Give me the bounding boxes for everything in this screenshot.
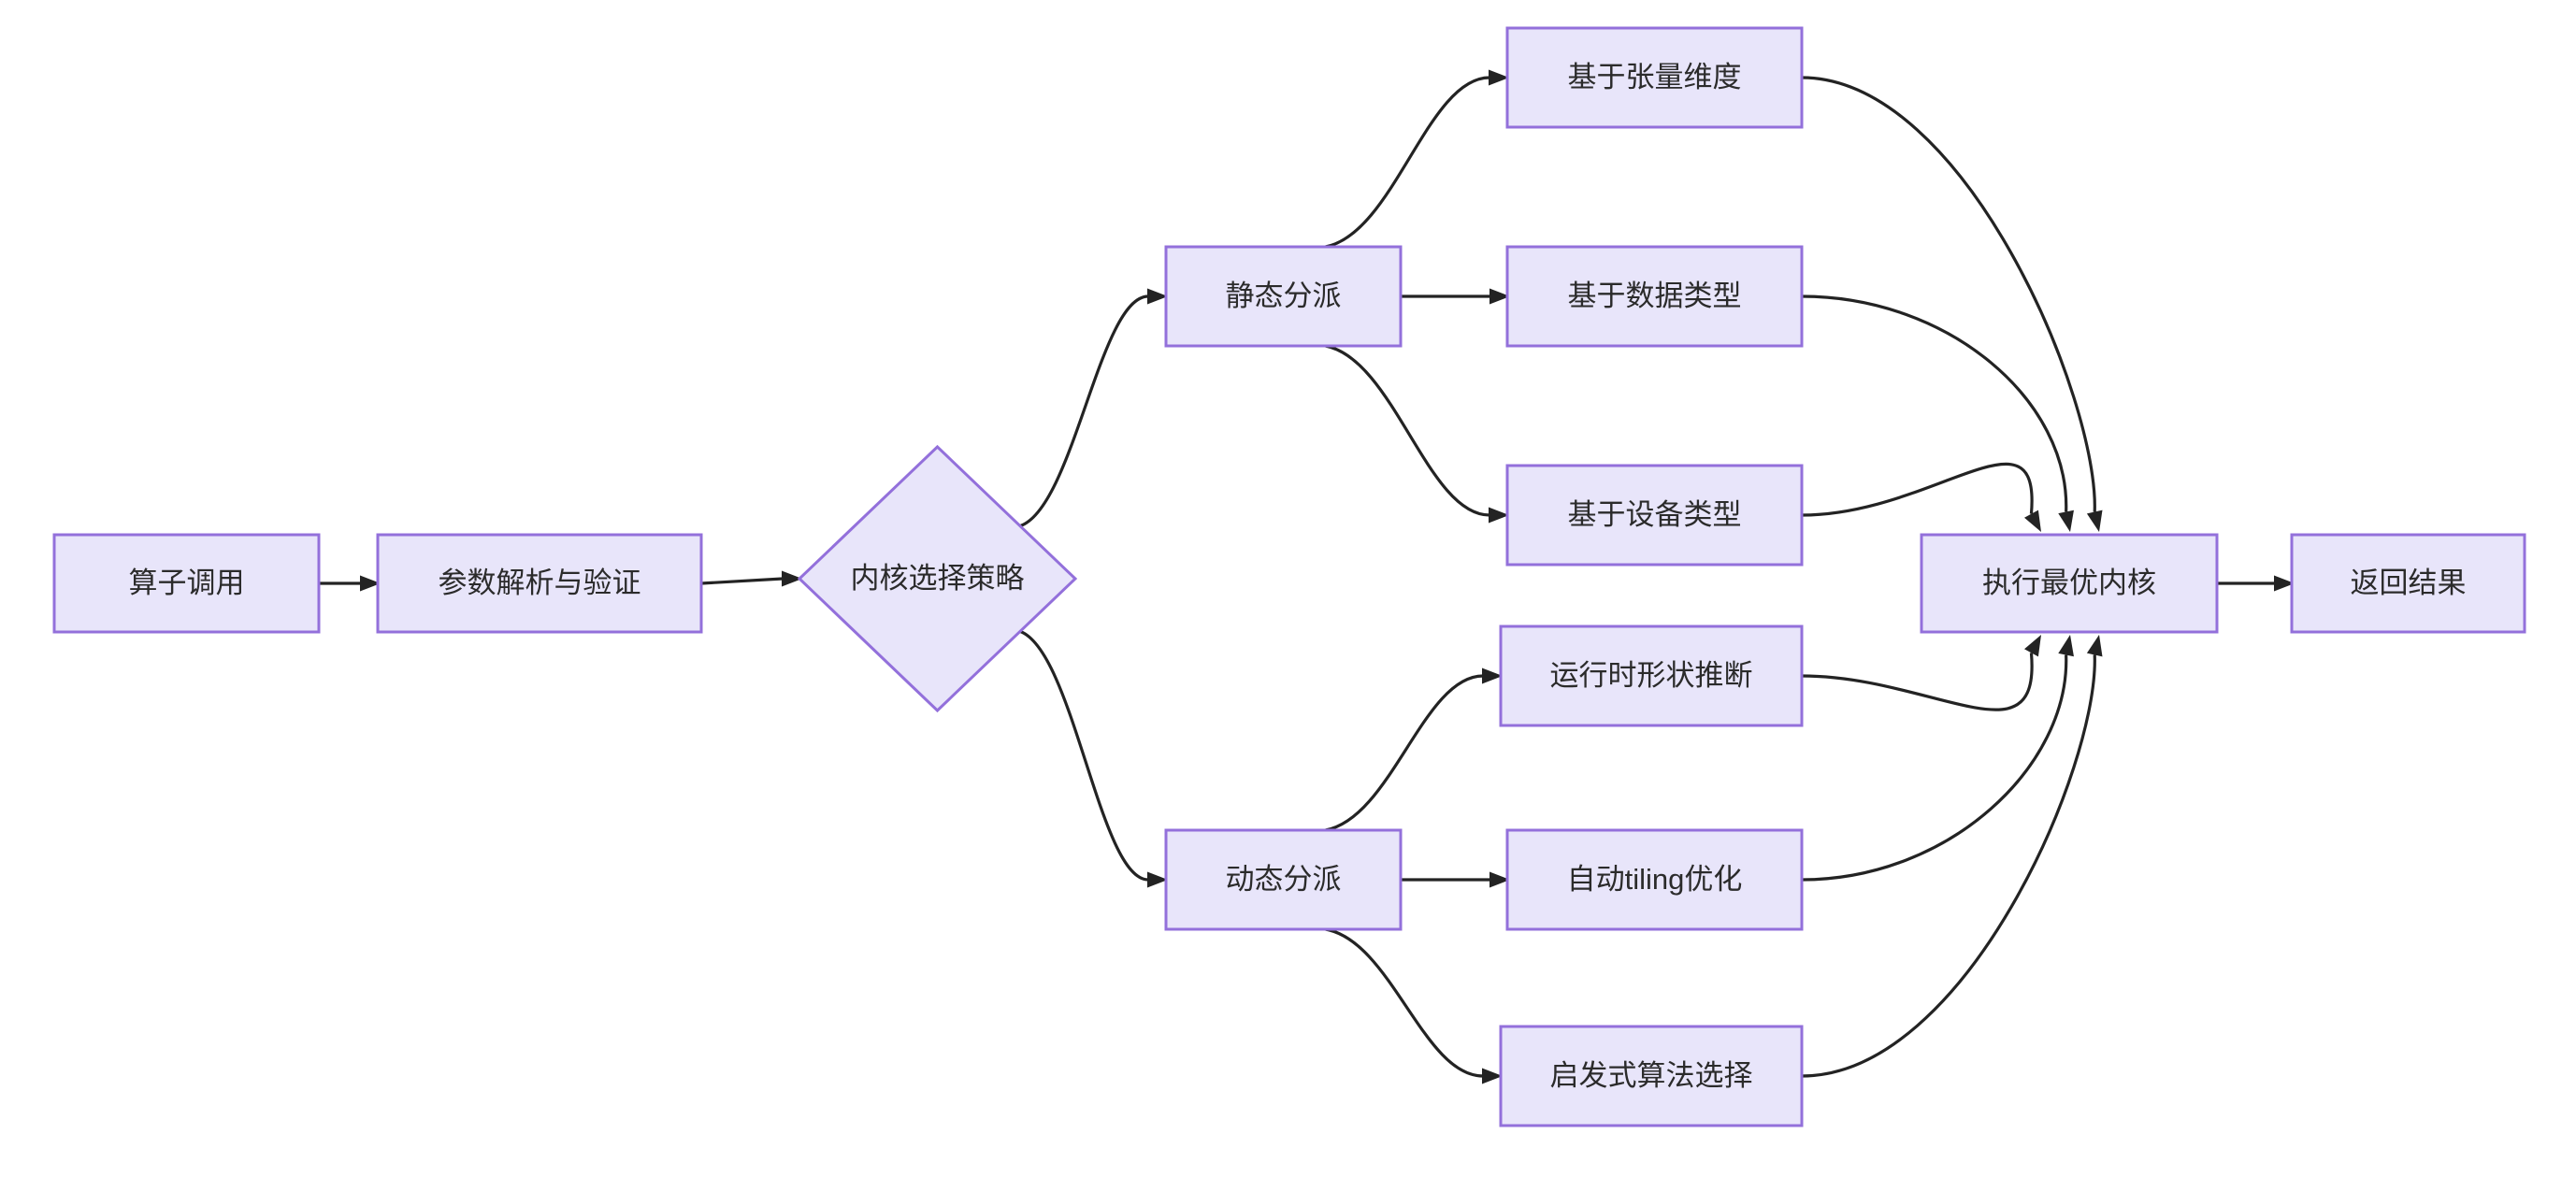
node-shape-diamond <box>797 444 1078 713</box>
flow-edge-by_tensor-to-exec_kernel <box>1801 76 2103 532</box>
edge-line <box>1325 76 1490 249</box>
edge-line <box>1019 629 1149 882</box>
flow-edge-dynamic_disp-to-auto_tiling <box>1401 871 1510 888</box>
flow-node-by_device[interactable]: 基于设备类型 <box>1505 464 1804 567</box>
edge-line <box>700 577 784 585</box>
node-shape-rect <box>1499 624 1804 727</box>
edge-line <box>1325 344 1490 517</box>
edge-arrowhead <box>1489 288 1510 305</box>
node-label-heuristic: 启发式算法选择 <box>1550 1059 1753 1092</box>
node-shape-rect <box>2290 533 2526 634</box>
node-label-exec_kernel: 执行最优内核 <box>1982 567 2156 599</box>
edge-line <box>1325 674 1484 832</box>
flow-edge-static_disp-to-by_tensor <box>1325 69 1509 249</box>
node-label-op_call: 算子调用 <box>129 567 245 599</box>
flow-edge-kernel_策略-to-static_disp <box>1019 288 1168 528</box>
node-label-return_res: 返回结果 <box>2351 567 2467 599</box>
edge-arrowhead <box>2058 635 2074 657</box>
edge-arrowhead <box>2086 635 2103 657</box>
node-label-by_device: 基于设备类型 <box>1568 498 1742 531</box>
edge-arrowhead <box>1482 1068 1503 1084</box>
flow-node-static_disp[interactable]: 静态分派 <box>1164 245 1403 348</box>
edges-layer <box>319 69 2295 1084</box>
edge-arrowhead <box>2086 510 2103 532</box>
flow-edge-dynamic_disp-to-heuristic <box>1325 927 1503 1084</box>
flow-edge-op_call-to-param_parse <box>319 575 381 592</box>
node-shape-rect <box>1164 828 1403 931</box>
edge-line <box>1325 927 1484 1078</box>
flow-node-heuristic[interactable]: 启发式算法选择 <box>1499 1025 1804 1127</box>
edge-arrowhead <box>1489 69 1509 86</box>
flow-node-dynamic_disp[interactable]: 动态分派 <box>1164 828 1403 931</box>
edge-arrowhead <box>1489 871 1510 888</box>
node-label-auto_tiling: 自动tiling优化 <box>1567 863 1743 896</box>
node-shape-rect <box>1499 1025 1804 1127</box>
flow-node-return_res[interactable]: 返回结果 <box>2290 533 2526 634</box>
flow-node-kernel_策略[interactable]: 内核选择策略 <box>797 444 1078 713</box>
node-label-kernel_策略: 内核选择策略 <box>851 562 1025 595</box>
flow-edge-static_disp-to-by_dtype <box>1401 288 1510 305</box>
edge-arrowhead <box>1147 288 1168 305</box>
edge-line <box>1801 654 2068 882</box>
node-shape-rect <box>52 533 321 634</box>
node-label-by_tensor: 基于张量维度 <box>1568 61 1742 93</box>
flow-edge-rt_shape-to-exec_kernel <box>1801 635 2041 711</box>
node-shape-rect <box>1505 828 1804 931</box>
node-label-rt_shape: 运行时形状推断 <box>1550 659 1753 692</box>
edge-arrowhead <box>360 575 381 592</box>
flow-node-auto_tiling[interactable]: 自动tiling优化 <box>1505 828 1804 931</box>
flow-edge-dynamic_disp-to-rt_shape <box>1325 667 1503 832</box>
edge-line <box>1019 294 1149 528</box>
flow-node-exec_kernel[interactable]: 执行最优内核 <box>1920 533 2219 634</box>
edge-line <box>1801 294 2068 512</box>
edge-arrowhead <box>2274 575 2295 592</box>
edge-line <box>1801 76 2096 512</box>
flow-node-param_parse[interactable]: 参数解析与验证 <box>376 533 703 634</box>
flow-node-by_tensor[interactable]: 基于张量维度 <box>1505 26 1804 129</box>
flow-edge-auto_tiling-to-exec_kernel <box>1801 635 2074 882</box>
flow-edge-static_disp-to-by_device <box>1325 344 1509 524</box>
edge-arrowhead <box>1489 507 1509 524</box>
node-shape-rect <box>1505 464 1804 567</box>
flow-edge-by_device-to-exec_kernel <box>1801 462 2041 532</box>
node-shape-rect <box>1505 245 1804 348</box>
flow-node-by_dtype[interactable]: 基于数据类型 <box>1505 245 1804 348</box>
edge-arrowhead <box>2058 510 2074 532</box>
edge-arrowhead <box>2023 635 2041 657</box>
flow-node-rt_shape[interactable]: 运行时形状推断 <box>1499 624 1804 727</box>
node-shape-rect <box>376 533 703 634</box>
node-shape-rect <box>1505 26 1804 129</box>
flow-edge-heuristic-to-exec_kernel <box>1801 635 2103 1078</box>
flow-node-op_call[interactable]: 算子调用 <box>52 533 321 634</box>
flow-edge-by_dtype-to-exec_kernel <box>1801 294 2074 532</box>
flow-edge-param_parse-to-kernel_策略 <box>700 570 802 587</box>
edge-arrowhead <box>2023 510 2041 532</box>
node-label-static_disp: 静态分派 <box>1226 280 1342 312</box>
edge-arrowhead <box>782 570 802 587</box>
edge-arrowhead <box>1482 667 1503 684</box>
flow-edge-kernel_策略-to-dynamic_disp <box>1019 629 1168 888</box>
node-label-dynamic_disp: 动态分派 <box>1226 863 1342 896</box>
node-shape-rect <box>1920 533 2219 634</box>
edge-line <box>1801 462 2034 517</box>
node-label-param_parse: 参数解析与验证 <box>439 567 641 599</box>
edge-line <box>1801 653 2034 711</box>
edge-arrowhead <box>1147 871 1168 888</box>
node-label-by_dtype: 基于数据类型 <box>1568 280 1742 312</box>
flow-edge-exec_kernel-to-return_res <box>2217 575 2295 592</box>
node-shape-rect <box>1164 245 1403 348</box>
edge-line <box>1801 654 2096 1078</box>
